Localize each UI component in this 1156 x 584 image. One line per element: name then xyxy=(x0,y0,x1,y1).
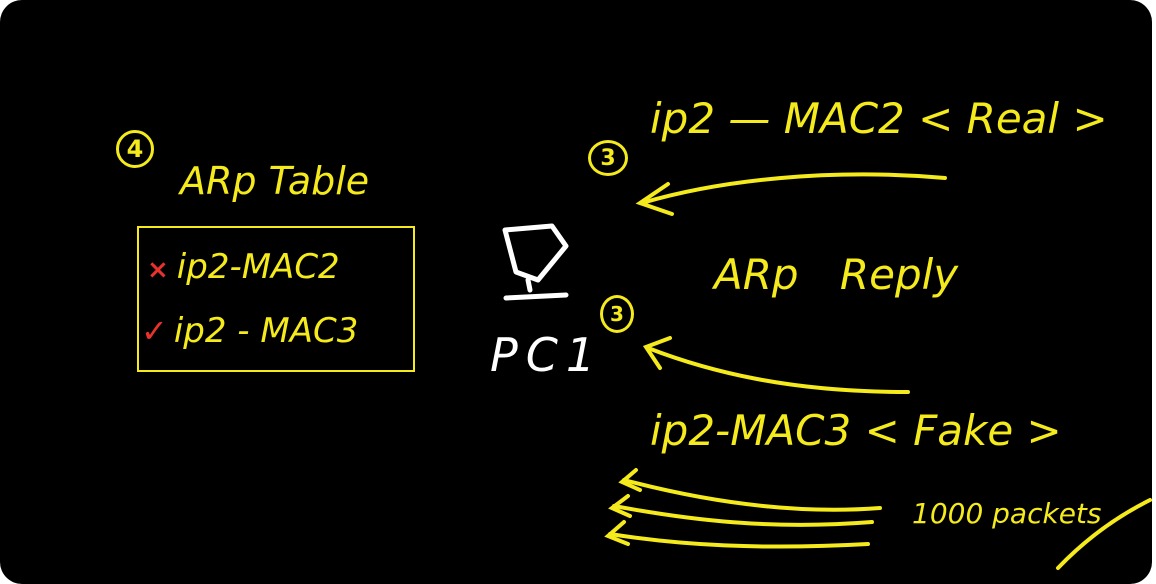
step-3-fake-number: 3 xyxy=(610,302,624,326)
fake-reply-text: ip2-MAC3 < Fake > xyxy=(650,406,1062,455)
arp-table: × ip2-MAC2 ✓ ip2 - MAC3 xyxy=(137,226,415,372)
cross-mark-icon: × xyxy=(147,255,169,285)
check-mark-icon: ✓ xyxy=(141,312,168,350)
arp-entry-valid: ✓ ip2 - MAC3 xyxy=(141,314,358,348)
arp-entry-valid-text: ip2 - MAC3 xyxy=(173,311,359,351)
computer-icon xyxy=(502,223,569,301)
flood-arrows xyxy=(604,468,882,549)
step-3-real-badge: 3 xyxy=(588,140,628,176)
real-reply-arrow xyxy=(635,172,947,216)
arp-entry-invalid-text: ip2-MAC2 xyxy=(176,247,340,287)
step-3-real-number: 3 xyxy=(600,145,616,171)
arp-table-title: ARp Table xyxy=(180,159,370,203)
packet-slash xyxy=(1056,498,1152,570)
step-3-fake-badge: 3 xyxy=(600,295,634,333)
step-4-number: 4 xyxy=(126,135,144,163)
arp-entry-invalid: × ip2-MAC2 xyxy=(147,250,340,284)
arp-reply-label: ARp Reply xyxy=(714,250,959,299)
packet-count-label: 1000 packets xyxy=(912,497,1102,530)
real-reply-text: ip2 — MAC2 < Real > xyxy=(650,94,1108,143)
pc-label: PC1 xyxy=(490,328,604,382)
fake-reply-arrow xyxy=(642,336,910,394)
step-4-badge: 4 xyxy=(116,130,154,168)
